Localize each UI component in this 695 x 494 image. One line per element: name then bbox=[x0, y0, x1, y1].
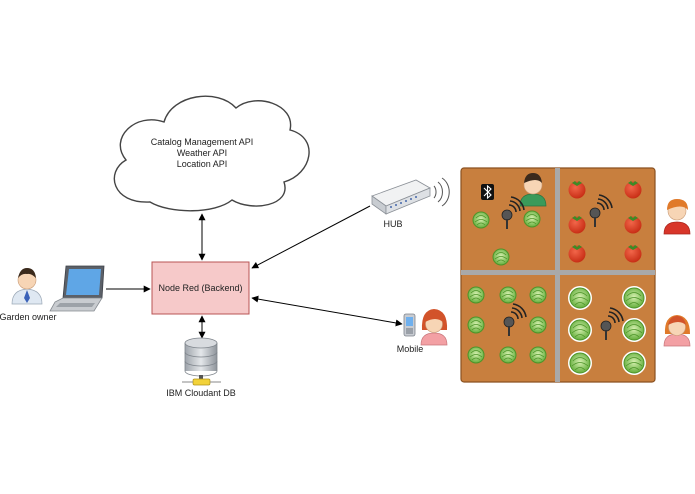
lettuce-icon bbox=[499, 346, 517, 364]
cloud-line-catalog: Catalog Management API bbox=[151, 137, 254, 147]
lettuce-icon bbox=[567, 285, 593, 311]
lettuce-icon bbox=[567, 350, 593, 376]
lettuce-icon bbox=[523, 210, 541, 228]
arrow-hub-backend bbox=[251, 205, 371, 269]
gardener-icon bbox=[519, 173, 547, 207]
database-label: IBM Cloudant DB bbox=[166, 388, 236, 398]
database-icon bbox=[182, 337, 221, 386]
hub-icon bbox=[371, 177, 450, 215]
lettuce-icon bbox=[467, 346, 485, 364]
lettuce-icon bbox=[492, 248, 510, 266]
backend-node: Node Red (Backend) bbox=[151, 261, 250, 315]
lettuce-icon bbox=[467, 316, 485, 334]
person-icon-right-bottom bbox=[663, 315, 691, 347]
garden-path-horizontal bbox=[461, 270, 655, 275]
lettuce-icon bbox=[529, 346, 547, 364]
api-cloud: Catalog Management API Weather API Locat… bbox=[113, 95, 310, 212]
lettuce-icon bbox=[621, 350, 647, 376]
person-icon-right-top bbox=[663, 199, 691, 235]
mobile-phone-icon bbox=[403, 313, 416, 337]
lettuce-icon bbox=[621, 285, 647, 311]
laptop-icon bbox=[49, 265, 105, 312]
backend-label: Node Red (Backend) bbox=[158, 283, 242, 293]
lettuce-icon bbox=[529, 316, 547, 334]
connectors bbox=[106, 205, 403, 339]
lettuce-icon bbox=[472, 211, 490, 229]
lettuce-icon bbox=[499, 286, 517, 304]
hub-label: HUB bbox=[383, 219, 402, 229]
bluetooth-icon bbox=[481, 184, 494, 200]
garden-plot bbox=[460, 167, 656, 383]
owner-label: Garden owner bbox=[0, 312, 57, 322]
arrow-backend-mobile bbox=[251, 295, 403, 327]
cloud-line-location: Location API bbox=[177, 159, 228, 169]
lettuce-icon bbox=[467, 286, 485, 304]
lettuce-icon bbox=[529, 286, 547, 304]
mobile-label: Mobile bbox=[397, 344, 424, 354]
lettuce-icon bbox=[621, 317, 647, 343]
mobile-user-icon bbox=[420, 309, 448, 346]
lettuce-icon bbox=[567, 317, 593, 343]
cloud-line-weather: Weather API bbox=[177, 148, 227, 158]
person-icon bbox=[11, 268, 43, 305]
